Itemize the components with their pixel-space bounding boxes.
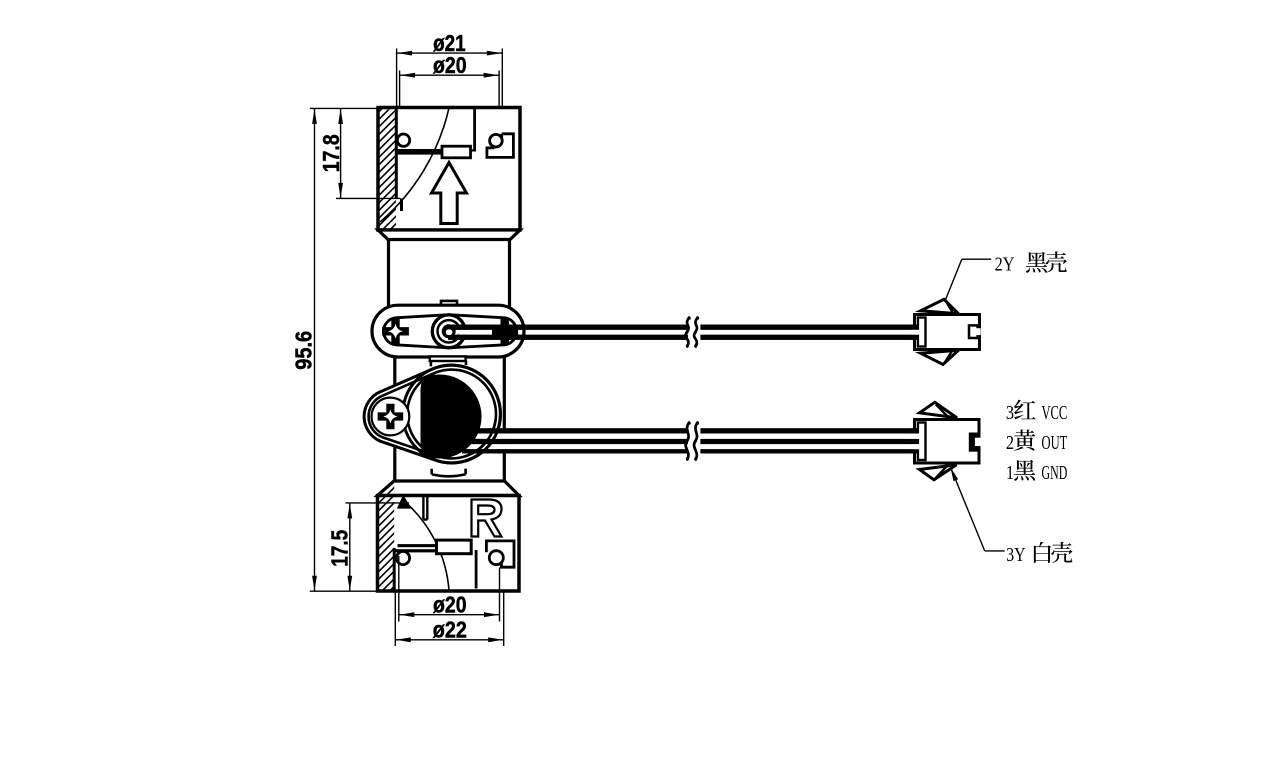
svg-text:3: 3 <box>1006 402 1014 424</box>
svg-text:2Y: 2Y <box>995 254 1015 276</box>
svg-text:ø20: ø20 <box>433 52 467 78</box>
svg-text:ø20: ø20 <box>433 592 467 618</box>
svg-text:ø21: ø21 <box>433 30 466 56</box>
svg-text:OUT: OUT <box>1042 432 1068 454</box>
svg-text:95.6: 95.6 <box>290 331 316 370</box>
svg-text:17.8: 17.8 <box>318 134 344 172</box>
svg-text:1: 1 <box>1006 462 1014 484</box>
svg-text:GND: GND <box>1042 462 1068 484</box>
svg-text:2: 2 <box>1006 432 1014 454</box>
svg-text:VCC: VCC <box>1042 402 1068 424</box>
svg-text:ø22: ø22 <box>433 617 467 643</box>
svg-text:3Y: 3Y <box>1006 544 1025 566</box>
svg-text:17.5: 17.5 <box>326 530 352 567</box>
